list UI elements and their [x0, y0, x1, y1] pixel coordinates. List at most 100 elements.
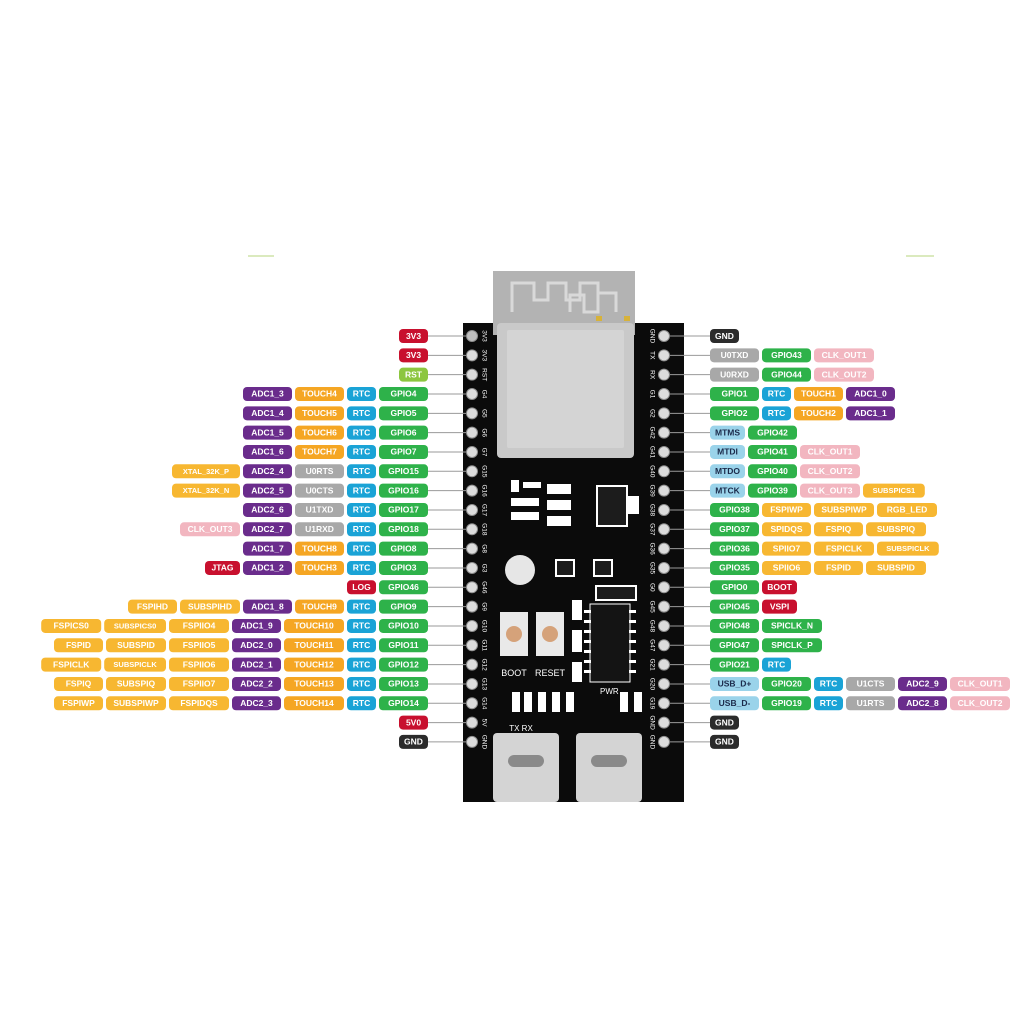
pin-label: RTC [347, 464, 376, 479]
silk-label-right: G41 [648, 446, 655, 459]
pin-label-text: GPIO16 [388, 485, 419, 495]
pin-label-bg [762, 348, 811, 363]
pin-label: ADC2_0 [232, 638, 281, 653]
pin-label-bg [379, 464, 428, 479]
pin-label-bg [762, 657, 791, 672]
pin-label-bg [950, 676, 1010, 691]
pin-label-text: GPIO43 [771, 350, 802, 360]
pin-label-text: GND [715, 717, 734, 727]
pin-label-bg [243, 444, 292, 459]
pin-label-bg [169, 638, 229, 653]
header-pin-left [466, 503, 478, 516]
header-pin-right [658, 407, 670, 420]
pin-label: FSPIQ [54, 676, 103, 691]
silk-label-left: G8 [480, 544, 487, 553]
silk-label-right: G37 [648, 523, 655, 536]
pin-label-bg [295, 541, 344, 556]
pin-label-bg [347, 425, 376, 440]
pin-label: ADC2_5 [243, 483, 292, 498]
pin-label-text: ADC2_0 [240, 640, 273, 650]
pin-label-text: GPIO8 [391, 543, 417, 553]
header-pin-right [658, 581, 670, 594]
pin-label-text: GPIO10 [388, 621, 419, 631]
pin-label-text: SUBSPIHD [188, 601, 232, 611]
pin-label: ADC2_3 [232, 696, 281, 711]
pin-label: ADC1_9 [232, 618, 281, 633]
pin-label-text: ADC1_0 [854, 389, 887, 399]
pin-label-text: RTC [353, 389, 370, 399]
usb-c-port-left [508, 755, 544, 767]
pin-label-bg [295, 502, 344, 517]
silk-label-right: GND [648, 715, 655, 730]
pin-label-bg [243, 599, 292, 614]
pin-label-text: SUBSPIQ [117, 679, 156, 689]
pin-label: ADC2_4 [243, 464, 292, 479]
pin-label: 5V0 [399, 715, 428, 730]
pin-label-bg [762, 580, 797, 595]
pin-label: SUBSPIQ [106, 676, 166, 691]
pin-label-text: ADC1_7 [251, 543, 284, 553]
silk-label-left: G18 [480, 523, 487, 536]
boot-label: BOOT [501, 668, 527, 678]
pin-label-bg [54, 638, 103, 653]
pin-label-bg [762, 618, 822, 633]
pin-label: ADC1_2 [243, 560, 292, 575]
pin-label-text: USB_D- [719, 698, 751, 708]
pin-label-text: TOUCH14 [294, 698, 334, 708]
silk-label-left: 3V3 [480, 350, 487, 362]
header-pin-left [466, 426, 478, 439]
pin-label-text: TOUCH4 [302, 389, 337, 399]
pin-label-text: ADC1_3 [251, 389, 284, 399]
pin-label-text: FSPIWP [62, 698, 95, 708]
pin-label: FSPIDQS [169, 696, 229, 711]
header-pin-left [466, 639, 478, 652]
pin-label-text: RTC [353, 563, 370, 573]
pin-label-text: GPIO3 [391, 563, 417, 573]
pin-label: ADC1_4 [243, 406, 292, 421]
header-pin-left [466, 542, 478, 555]
pin-label-bg [295, 560, 344, 575]
pin-label-text: GPIO12 [388, 659, 419, 669]
pin-label-bg [379, 560, 428, 575]
header-pin-right [658, 503, 670, 516]
pin-label: U0CTS [295, 483, 344, 498]
pin-label-bg [295, 406, 344, 421]
pin-label: RTC [347, 618, 376, 633]
pin-label: GPIO38 [710, 502, 759, 517]
pin-label-bg [866, 522, 926, 537]
pin-label-text: SUBSPICLK [886, 544, 930, 553]
dev-board: BOOT RESET PWR TX RX [463, 271, 684, 802]
pin-label-bg [399, 734, 428, 749]
pin-label-text: TOUCH8 [302, 543, 337, 553]
pin-label-bg [710, 599, 759, 614]
pin-label-text: GPIO7 [391, 447, 417, 457]
pin-label-text: CLK_OUT3 [188, 524, 233, 534]
pin-label-text: SPIIO6 [773, 563, 801, 573]
pin-label-text: RTC [768, 659, 785, 669]
pin-label-text: SPIIO7 [773, 543, 801, 553]
pin-label-text: USB_D+ [718, 679, 752, 689]
silk-label-right: G35 [648, 562, 655, 575]
pin-label-text: GND [715, 331, 734, 341]
silk-label-left: G10 [480, 620, 487, 633]
usb-uart-chip [589, 603, 631, 683]
pin-label-text: GPIO13 [388, 679, 419, 689]
small-components [505, 480, 639, 682]
pin-label-bg [379, 696, 428, 711]
pin-label-text: RTC [353, 640, 370, 650]
header-pin-left [466, 697, 478, 710]
pin-label: SPICLK_P [762, 638, 822, 653]
pin-label: RTC [347, 386, 376, 401]
silk-label-left: G11 [480, 639, 487, 651]
pin-label: ADC1_7 [243, 541, 292, 556]
silk-label-left: GND [480, 735, 487, 750]
pin-label-text: GND [404, 737, 423, 747]
pin-label: SUBSPIWP [106, 696, 166, 711]
pin-label: GPIO35 [710, 560, 759, 575]
pin-label-bg [748, 425, 797, 440]
pin-label-text: GPIO17 [388, 505, 419, 515]
pin-label-bg [762, 696, 811, 711]
pin-label-bg [710, 541, 759, 556]
pin-label-bg [814, 367, 874, 382]
